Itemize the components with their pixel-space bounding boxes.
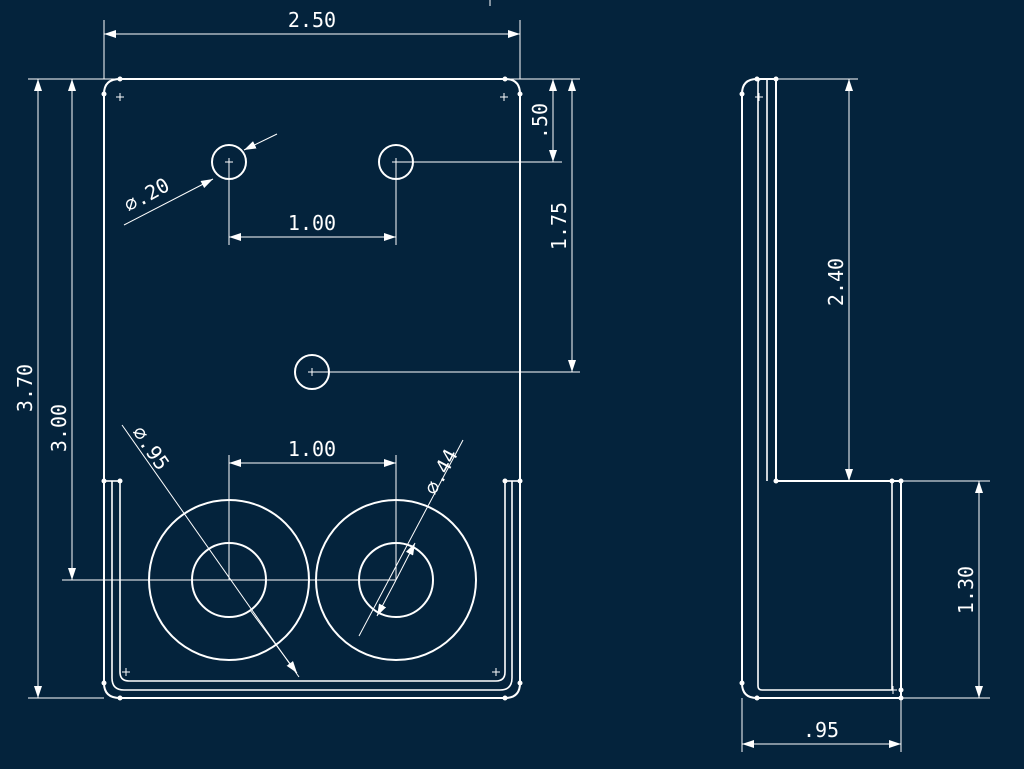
dim-boss-outer-dia-text: ⌀.95: [127, 421, 174, 474]
vertex-dot: [502, 478, 508, 484]
vertex-dot: [117, 695, 123, 701]
leader-boss-inner: [358, 439, 464, 637]
dim-top-offset-text: .50: [528, 103, 552, 139]
vertex-dot: [101, 680, 107, 686]
dim-boss-spacing-text: 1.00: [288, 437, 336, 461]
vertex-dot: [517, 478, 523, 484]
vertex-dot: [754, 76, 760, 82]
leader-boss-inner-arrow-b: [376, 579, 397, 617]
dim-hole-spacing-text: 1.75: [547, 202, 571, 250]
vertex-dot: [739, 680, 745, 686]
front-view: 2.50 3.70 3.00 .50 1.75 1.00 1.00 ⌀.20 ⌀…: [13, 8, 580, 701]
dim-side-lower-height-text: 1.30: [954, 566, 978, 614]
leader-boss-outer: [121, 424, 300, 678]
vertex-dot: [517, 680, 523, 686]
dim-total-height-text: 3.70: [13, 364, 37, 412]
dim-depth-text: .95: [803, 718, 839, 742]
dim-boss-inner-dia-text: ⌀.44: [419, 445, 463, 499]
hole-center-mark: [225, 158, 400, 376]
side-profile-outer: [741, 78, 902, 699]
dim-width-text: 2.50: [288, 8, 336, 32]
dim-lower-height-text: 3.00: [47, 404, 71, 452]
side-view: 2.40 1.30 .95: [739, 76, 990, 752]
vertex-dot: [889, 478, 895, 484]
vertex-dot: [898, 687, 904, 693]
side-profile-inner: [757, 78, 893, 691]
front-fold-mid: [111, 481, 513, 691]
vertex-dot: [754, 695, 760, 701]
dim-upper-height-text: 2.40: [824, 258, 848, 306]
vertex-dot: [101, 478, 107, 484]
leader-boss-outer-arrow: [249, 609, 298, 674]
corner-center-mark: [116, 93, 508, 676]
vertex-dot: [117, 478, 123, 484]
vertex-dot: [517, 91, 523, 97]
leader-small-hole: [123, 178, 214, 226]
vertex-dot: [739, 91, 745, 97]
dim-top-hole-spacing-text: 1.00: [288, 211, 336, 235]
vertex-dot: [101, 91, 107, 97]
dim-small-hole-dia-text: ⌀.20: [120, 173, 174, 217]
front-fold-inner: [119, 481, 506, 682]
front-extension-lines: [28, 20, 580, 699]
side-extension-lines: [741, 78, 990, 752]
side-center-mark: [755, 93, 897, 694]
leader-boss-inner-arrow-a: [395, 542, 416, 581]
vertex-dot: [502, 695, 508, 701]
leader-small-hole-tail: [243, 133, 278, 151]
